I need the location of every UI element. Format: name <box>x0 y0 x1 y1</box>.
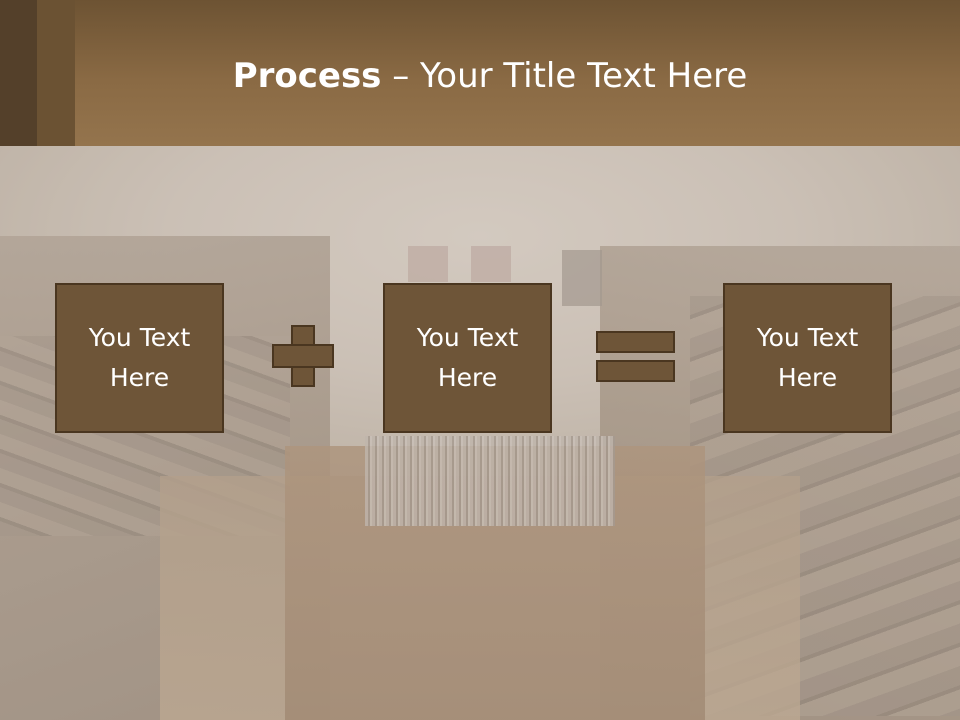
process-box-1[interactable]: You Text Here <box>55 283 224 433</box>
process-box-text: You Text Here <box>756 323 859 392</box>
header-band: Process – Your Title Text Here <box>0 0 960 146</box>
plus-center <box>293 346 313 366</box>
slide-title[interactable]: Process – Your Title Text Here <box>75 52 905 100</box>
photo-records <box>365 436 615 526</box>
equals-top-bar <box>596 331 675 353</box>
process-box-3[interactable]: You Text Here <box>723 283 892 433</box>
photo-poster <box>471 246 511 282</box>
background-photo <box>0 146 960 720</box>
equals-bottom-bar <box>596 360 675 382</box>
process-box-2[interactable]: You Text Here <box>383 283 552 433</box>
process-box-text: You Text Here <box>416 323 519 392</box>
header-accent-stripe-mid <box>37 0 75 146</box>
process-box-text: You Text Here <box>88 323 191 392</box>
photo-sign <box>562 250 602 306</box>
photo-poster <box>408 246 448 282</box>
header-accent-stripe-dark <box>0 0 37 146</box>
slide-title-bold: Process <box>232 56 382 96</box>
photo-fade-overlay <box>0 146 960 720</box>
slide-title-rest: – Your Title Text Here <box>381 56 748 96</box>
